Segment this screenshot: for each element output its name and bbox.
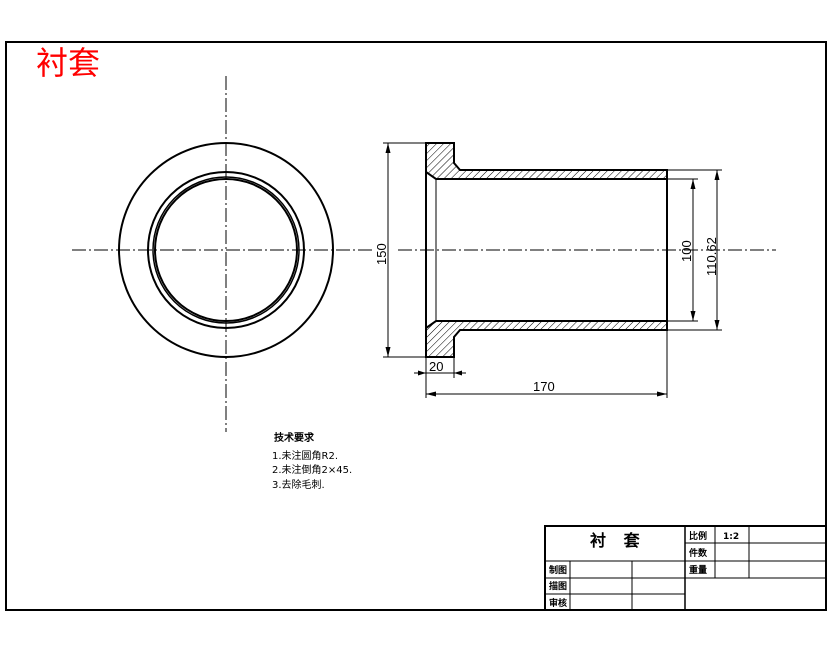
dim-100-text: 100 [679,240,694,262]
dim-110-arrow-bottom [714,320,720,330]
dim-100-arrow-bottom [690,311,696,321]
tech-req-heading: 技术要求 [274,431,315,444]
title-block-checked-label: 审核 [549,597,567,609]
bore-circle [154,178,298,322]
technical-requirements: 技术要求 1.未注圆角R2. 2.未注倒角2×45. 3.去除毛刺. [272,431,352,491]
flange-circle [118,142,334,358]
tech-req-item: 3.去除毛刺. [272,478,325,491]
dim-170-arrow-left [426,391,436,397]
dim-170-text: 170 [533,379,555,394]
section-wall-top [425,142,668,180]
dim-150-arrow-bottom [385,347,391,357]
dim-150-text: 150 [374,243,389,265]
title-block-drawn-label: 制图 [549,564,567,576]
dim-100-arrow-top [690,179,696,189]
title-block-quantity-label: 件数 [689,547,708,559]
title-block [544,525,827,611]
title-block-weight-label: 重量 [689,564,707,576]
section-view: 150 100 110.62 20 170 [374,142,776,398]
drawing-title: 衬套 [36,44,100,82]
title-block-traced-label: 描图 [549,580,567,592]
dim-20-text: 20 [429,359,443,374]
dim-110-arrow-top [714,170,720,180]
outer-diameter-circle [147,171,305,329]
section-wall-bottom [425,320,668,358]
dim-110-text: 110.62 [704,237,719,276]
title-block-scale-value: 1:2 [723,532,739,542]
end-view [72,76,372,432]
dim-20-arrow-right [454,370,462,376]
dim-150-arrow-top [385,143,391,153]
title-block-part-name: 衬 套 [590,531,646,550]
dim-20-arrow-left [418,370,426,376]
dim-170-arrow-right [657,391,667,397]
chamfer-circle [152,176,300,324]
tech-req-item: 1.未注圆角R2. [272,449,338,462]
drawing-border [5,41,827,611]
title-block-scale-label: 比例 [689,530,707,542]
tech-req-item: 2.未注倒角2×45. [272,463,352,476]
